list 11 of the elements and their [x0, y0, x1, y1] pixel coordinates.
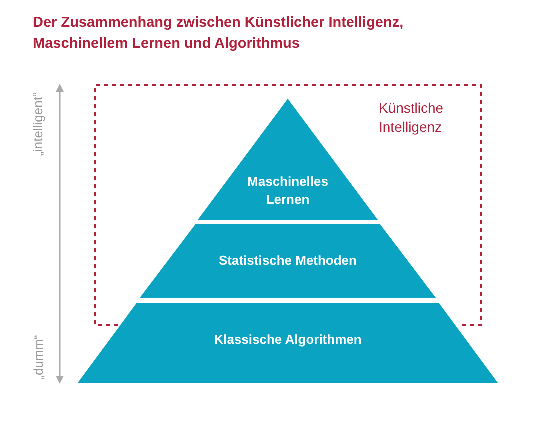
frame-label: Künstliche Intelligenz	[379, 99, 445, 137]
pyramid-apex	[198, 99, 378, 220]
diagram-title: Der Zusammenhang zwischen Künstlicher Intelligenz, Maschinellem Lernen und Algorithmus	[33, 14, 405, 54]
layer-label: Klassische Algorithmen	[213, 331, 363, 349]
axis-label: „intelligent“	[30, 92, 46, 156]
pyramid-layer	[140, 224, 436, 298]
pyramid-layer	[78, 303, 498, 383]
dashed-frame	[95, 85, 481, 325]
layer-label: Maschinelles Lernen	[246, 173, 330, 209]
layer-label: Statistische Methoden	[218, 252, 358, 270]
axis-label: „dumm“	[30, 334, 46, 380]
